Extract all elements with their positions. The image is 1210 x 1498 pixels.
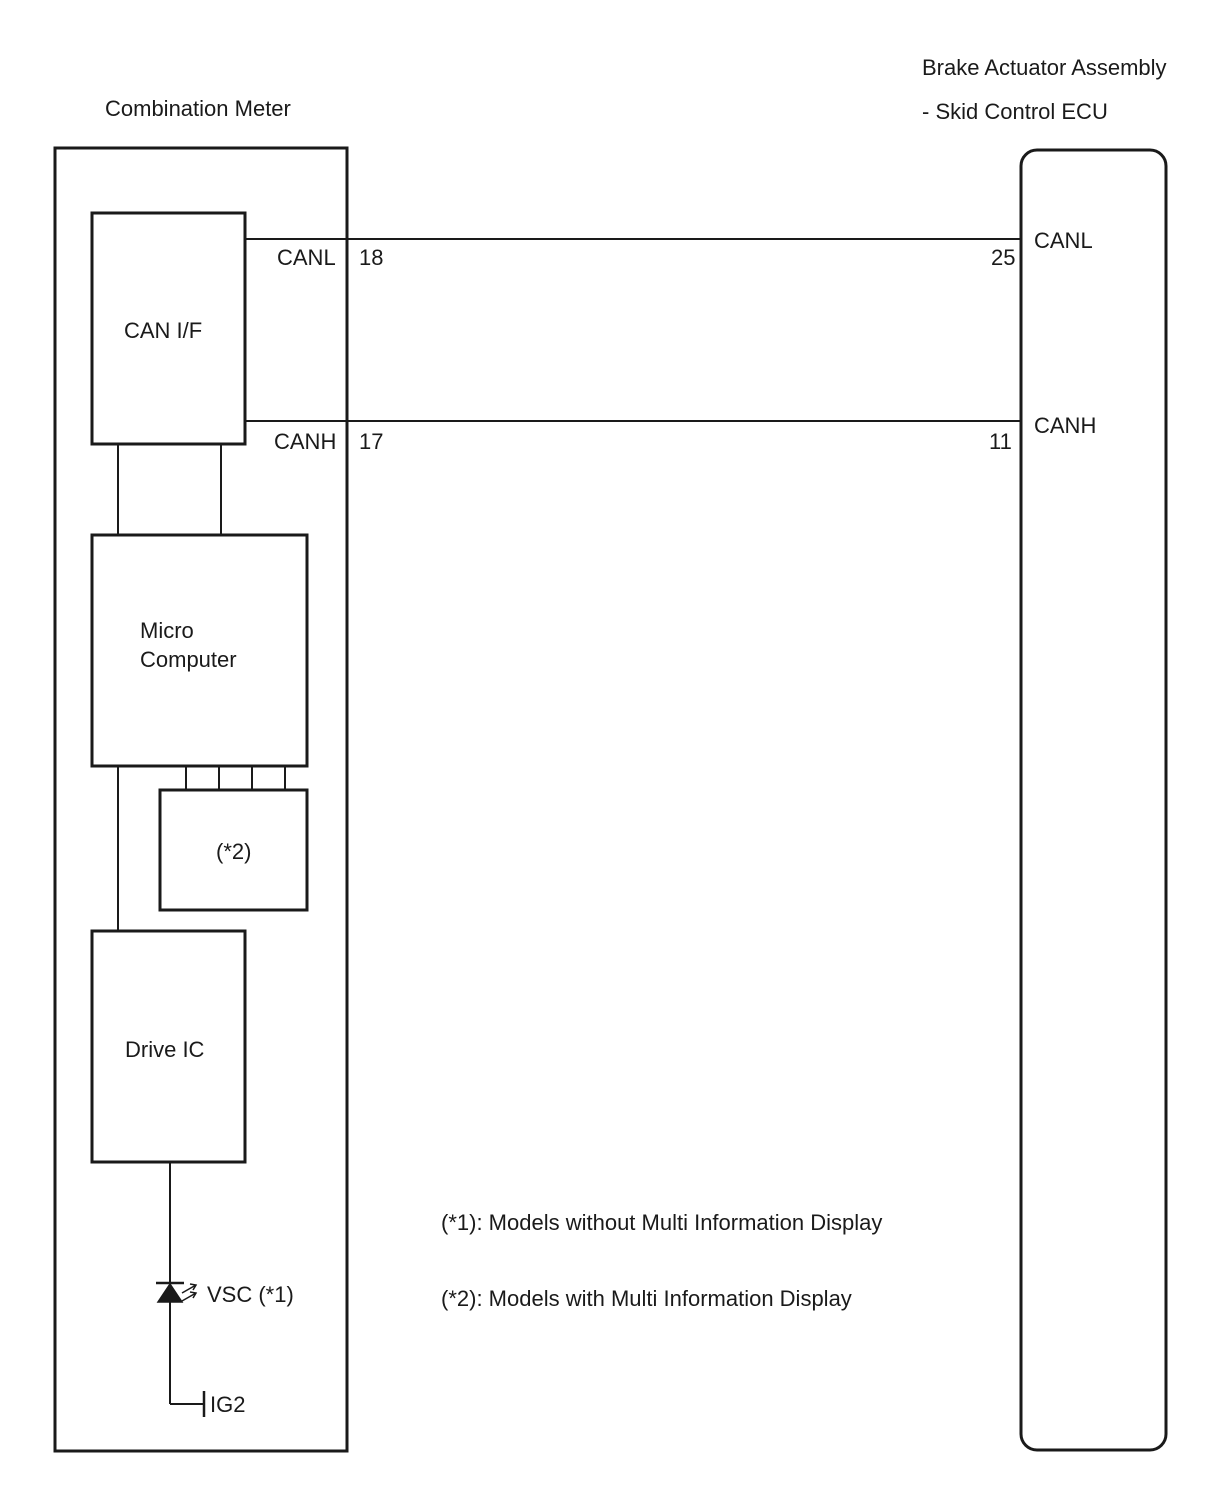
vsc-led-icon [156,1281,198,1303]
can-if-box [90,211,247,446]
ecu-canh-pin: 11 [989,429,1012,454]
drive-ic-label: Drive IC [125,1037,205,1062]
combination-meter-box [53,146,349,1453]
multi-info-display-label: (*2) [216,839,251,864]
skid-control-ecu-title: - Skid Control ECU [922,99,1108,124]
ecu-canl-label: CANL [1034,228,1093,253]
vsc-label: VSC (*1) [207,1282,294,1307]
brake-actuator-title: Brake Actuator Assembly [922,55,1167,80]
note-1: (*1): Models without Multi Information D… [441,1210,882,1235]
multi-info-display-box [158,788,309,912]
micro-computer-label-line1: Micro [140,618,194,643]
micro-computer-box [90,533,309,768]
note-2: (*2): Models with Multi Information Disp… [441,1286,852,1311]
meter-canh-label: CANH [274,429,336,454]
ecu-canl-pin: 25 [991,245,1015,270]
micro-computer-label-line2: Computer [140,647,237,672]
meter-canl-label: CANL [277,245,336,270]
meter-canl-pin: 18 [359,245,383,270]
combination-meter-title: Combination Meter [105,96,291,121]
meter-canh-pin: 17 [359,429,383,454]
skid-control-ecu-box [1019,148,1168,1452]
ig2-label: IG2 [210,1392,245,1417]
drive-ic-box [90,929,247,1164]
can-if-label: CAN I/F [124,318,202,343]
ecu-canh-label: CANH [1034,413,1096,438]
